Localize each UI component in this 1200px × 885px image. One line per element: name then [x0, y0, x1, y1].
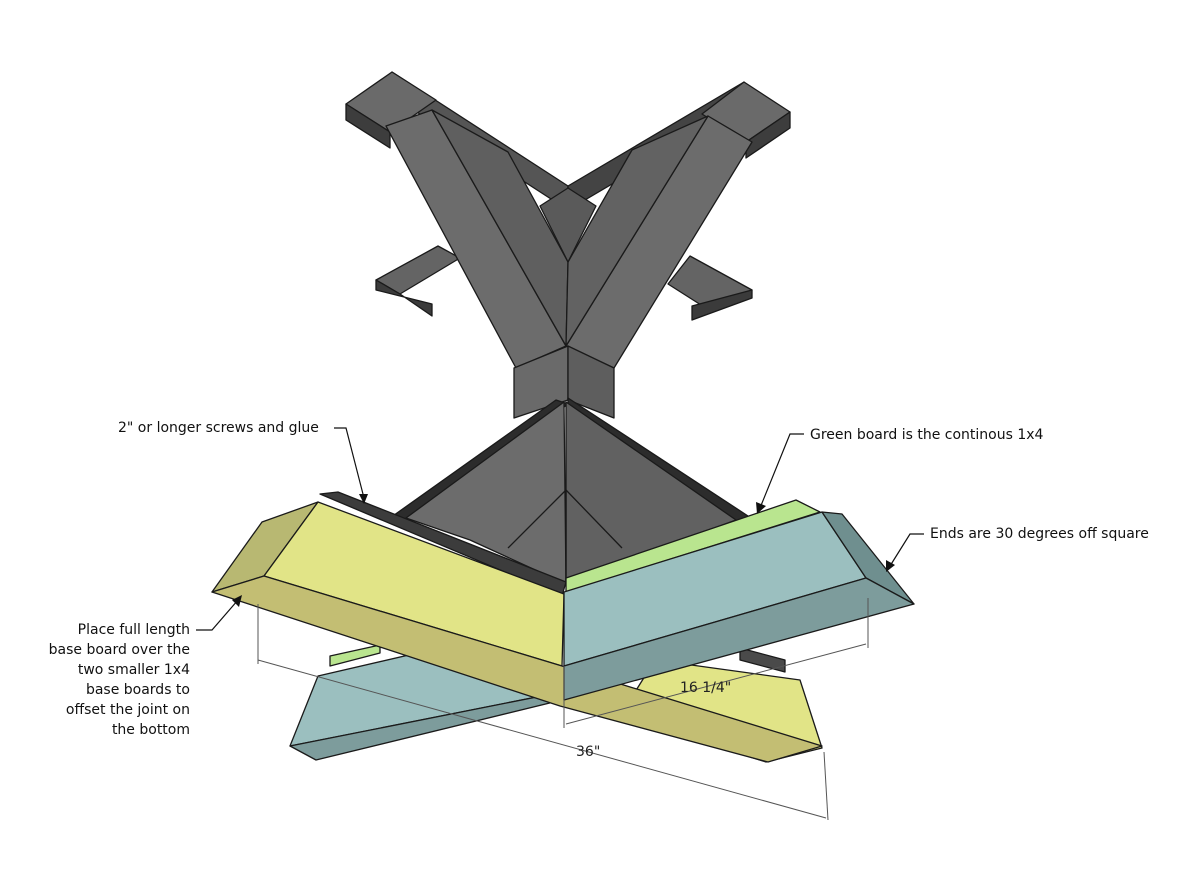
brace-right-inner: [565, 115, 709, 347]
callout-place-line-6: the bottom: [112, 722, 190, 738]
upper-cap-left-front: [345, 103, 391, 149]
center-shaft-top: [539, 187, 597, 263]
callout-place-line-4: base boards to: [86, 682, 190, 698]
dim-line-short: [565, 643, 867, 725]
callout-ends-text: Ends are 30 degrees off square: [930, 526, 1149, 542]
lower-dark-strip: [739, 647, 786, 673]
callout-place-full: Place full length base board over the tw…: [49, 595, 242, 738]
callout-place-line-3: two smaller 1x4: [78, 662, 190, 678]
yellow-full-length-board: [211, 501, 823, 763]
dim-line-long: [257, 659, 827, 819]
callout-screws-text: 2" or longer screws and glue: [118, 420, 319, 436]
callout-ends: Ends are 30 degrees off square: [886, 526, 1149, 572]
dimension-36: 36": [257, 604, 829, 821]
dimension-16-1-4: 16 1/4": [563, 598, 869, 728]
callout-green-board: Green board is the continous 1x4: [756, 427, 1044, 514]
callout-green-text: Green board is the continous 1x4: [810, 427, 1044, 443]
dimension-short-label: 16 1/4": [680, 680, 731, 696]
callout-place-line-2: base board over the: [49, 642, 190, 658]
mid-arm-left-front: [375, 279, 433, 317]
neck-right: [567, 345, 615, 419]
teal-short-board: [563, 511, 915, 701]
callout-place-line-5: offset the joint on: [66, 702, 190, 718]
callout-place-line-1: Place full length: [78, 622, 190, 638]
lower-dark-strip-right: [739, 647, 786, 673]
dimension-long-label: 36": [576, 744, 600, 760]
lower-green-strip: [329, 644, 381, 667]
yellow-side-face: [211, 575, 823, 763]
callout-screws: 2" or longer screws and glue: [118, 420, 368, 504]
lower-green-edge: [329, 644, 381, 667]
mid-arm-right-front: [691, 289, 753, 321]
upper-pedestal: [345, 71, 791, 585]
